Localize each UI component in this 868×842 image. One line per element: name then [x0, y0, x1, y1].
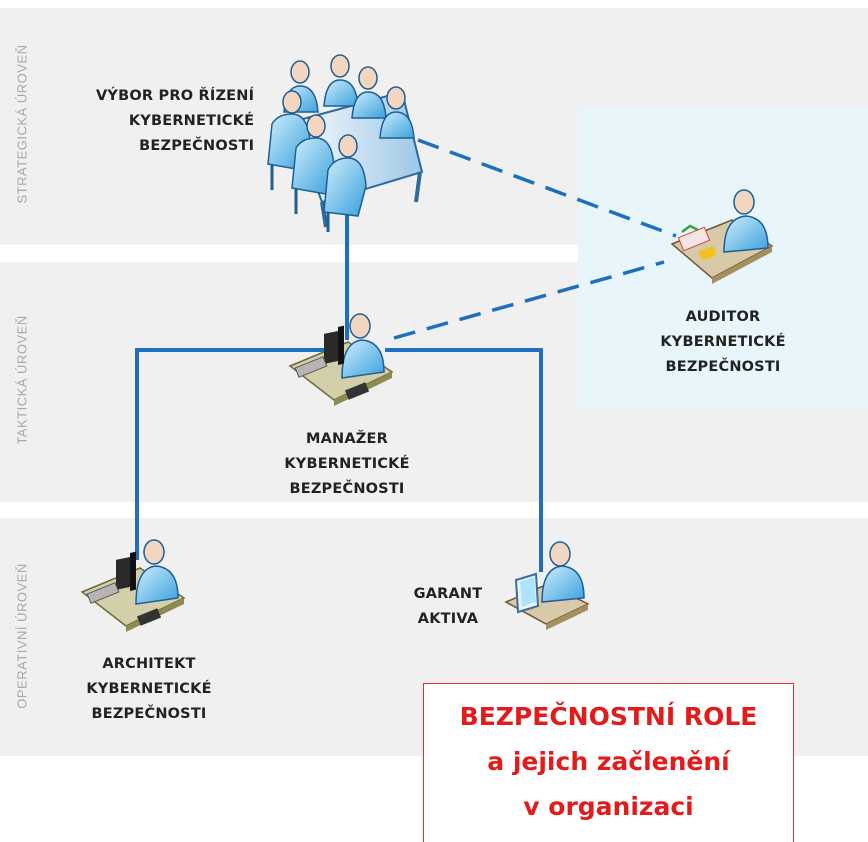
- title-note-line3: v organizaci: [523, 792, 694, 821]
- title-note-line2: a jejich začlenění: [487, 747, 730, 776]
- asset-owner-label: GARANT AKTIVA: [413, 586, 483, 627]
- committee-label: VÝBOR PRO ŘÍZENÍ KYBERNETICKÉ BEZPEČNOST…: [96, 88, 255, 154]
- auditor-desk-icon: [670, 189, 774, 284]
- manager-to-auditor-dashed-line: [393, 260, 665, 340]
- manager-to-architect-line: [135, 348, 345, 560]
- title-note-box: BEZPEČNOSTNÍ ROLE a jejich začlenění v o…: [423, 683, 794, 842]
- architect-label: ARCHITEKT KYBERNETICKÉ BEZPEČNOSTI: [86, 656, 212, 722]
- committee-to-auditor-dashed-line: [417, 138, 677, 238]
- workstation-icon: [288, 313, 394, 406]
- title-note-line1: BEZPEČNOSTNÍ ROLE: [459, 702, 758, 731]
- meeting-table-icon: [267, 54, 424, 232]
- laptop-user-icon: [504, 541, 590, 630]
- workstation-icon: [80, 539, 186, 632]
- manager-label: MANAŽER KYBERNETICKÉ BEZPEČNOSTI: [284, 431, 410, 497]
- auditor-label: AUDITOR KYBERNETICKÉ BEZPEČNOSTI: [660, 309, 786, 375]
- manager-to-asset-owner-line: [385, 348, 543, 572]
